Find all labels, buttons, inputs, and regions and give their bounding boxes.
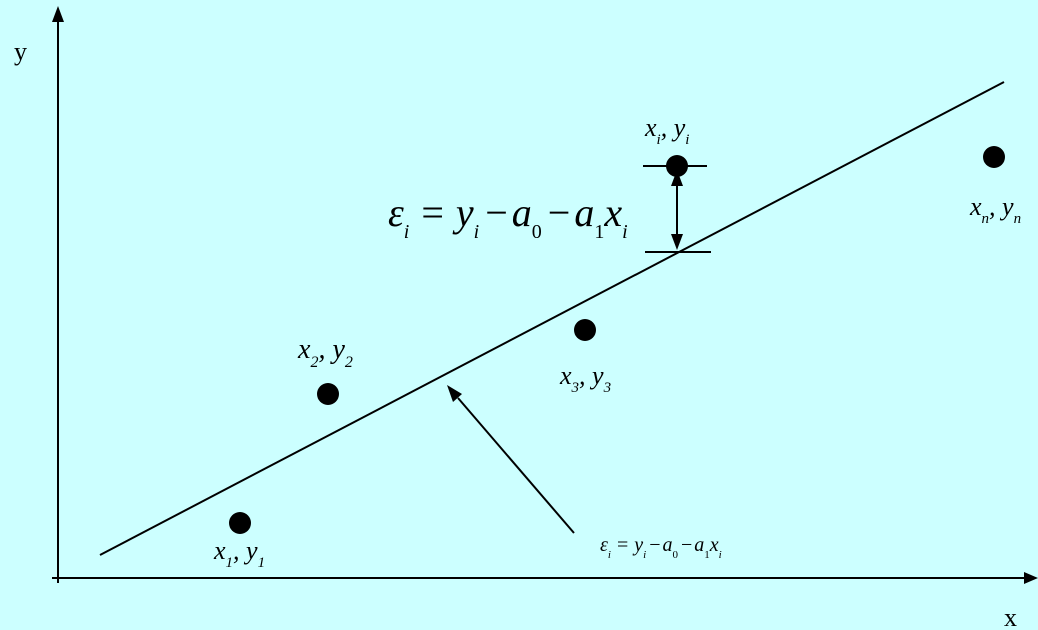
point-label-2: x2, y2 (297, 334, 353, 371)
pointer-arrowhead (447, 385, 462, 402)
point-label-i: xi, yi (644, 113, 689, 148)
data-point-3 (574, 319, 596, 341)
y-axis-arrowhead (52, 6, 64, 22)
residual-equation-small: εi=yi−a0−a1xi (600, 534, 722, 561)
x-axis-arrowhead (1024, 572, 1038, 584)
x-axis-label: x (1004, 603, 1017, 630)
point-label-1: x1, y1 (213, 536, 265, 571)
point-label-n: xn, yn (969, 192, 1021, 227)
point-label-3: x3, y3 (559, 361, 611, 396)
data-point-n (983, 146, 1005, 168)
residual-arrowhead-up (671, 170, 683, 186)
regression-line (99, 81, 1005, 556)
data-point-1 (229, 512, 251, 534)
data-point-2 (317, 383, 339, 405)
y-axis-label: y (14, 37, 27, 66)
pointer-arrow-shaft (457, 397, 575, 534)
residual-equation-large: εi=yi−a0−a1xi (388, 190, 628, 243)
residual-arrowhead-down (671, 234, 683, 250)
